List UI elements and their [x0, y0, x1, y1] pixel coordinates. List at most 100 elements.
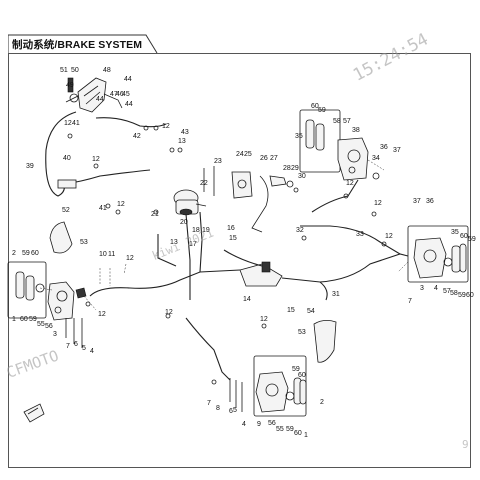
part-callout-35: 35 [451, 229, 459, 236]
part-callout-12: 12 [165, 309, 173, 316]
part-callout-12: 12 [98, 311, 106, 318]
part-callout-12: 12 [64, 120, 72, 127]
part-callout-49: 49 [66, 82, 74, 89]
part-callout-43: 43 [181, 129, 189, 136]
part-callout-57: 57 [443, 288, 451, 295]
part-callout-35: 35 [295, 133, 303, 140]
diagram-title: 制动系统/BRAKE SYSTEM [12, 39, 143, 51]
part-callout-1: 1 [12, 316, 16, 323]
left-brake-cover [49, 221, 73, 254]
part-callout-7: 7 [66, 343, 70, 350]
part-callout-9: 9 [257, 421, 261, 428]
part-callout-37: 37 [393, 147, 401, 154]
part-callout-36: 36 [426, 198, 434, 205]
part-callout-15: 15 [287, 307, 295, 314]
part-callout-36: 36 [380, 144, 388, 151]
part-callout-7: 7 [408, 298, 412, 305]
part-callout-25: 25 [244, 151, 252, 158]
rear-bottom-caliper [229, 355, 307, 417]
part-callout-6: 6 [229, 408, 233, 415]
part-callout-1: 1 [304, 432, 308, 439]
part-callout-5: 5 [82, 345, 86, 352]
part-callout-59: 59 [292, 366, 300, 373]
part-callout-12: 12 [126, 255, 134, 262]
part-callout-22: 22 [200, 180, 208, 187]
part-callout-33: 33 [356, 231, 364, 238]
part-callout-47: 47 [110, 91, 118, 98]
part-callout-12: 12 [385, 233, 393, 240]
part-callout-3: 3 [53, 331, 57, 338]
front-right-caliper [299, 109, 385, 181]
part-callout-44: 44 [124, 76, 132, 83]
part-callout-44: 44 [125, 101, 133, 108]
part-callout-13: 13 [170, 239, 178, 246]
part-callout-24: 24 [236, 151, 244, 158]
part-callout-41: 41 [99, 205, 107, 212]
part-callout-46: 46 [116, 91, 124, 98]
part-callout-11: 11 [108, 251, 115, 258]
part-callout-29: 29 [291, 165, 299, 172]
part-callout-59: 59 [29, 316, 37, 323]
part-callout-6: 6 [74, 341, 78, 348]
part-callout-60: 60 [311, 103, 319, 110]
brake-pedal-assembly [231, 171, 299, 287]
part-callout-20: 20 [180, 219, 188, 226]
part-callout-12: 12 [346, 180, 354, 187]
part-callout-4: 4 [90, 348, 94, 355]
part-callout-4: 4 [242, 421, 246, 428]
part-callout-30: 30 [298, 173, 306, 180]
part-callout-60: 60 [298, 372, 306, 379]
part-callout-50: 50 [71, 67, 79, 74]
part-callout-54: 54 [307, 308, 315, 315]
part-callout-17: 17 [189, 241, 197, 248]
part-callout-4: 4 [434, 285, 438, 292]
part-callout-58: 58 [450, 290, 458, 297]
part-callout-12: 12 [260, 316, 268, 323]
view-arrow-icon [23, 403, 45, 423]
part-callout-7: 7 [207, 400, 211, 407]
part-callout-15: 15 [229, 235, 237, 242]
part-callout-27: 27 [270, 155, 278, 162]
part-callout-53: 53 [298, 329, 306, 336]
part-callout-59: 59 [458, 292, 466, 299]
part-callout-12: 12 [374, 200, 382, 207]
part-callout-48: 48 [103, 67, 111, 74]
diagram-frame [8, 53, 471, 468]
part-callout-31: 31 [332, 291, 340, 298]
part-callout-51: 51 [60, 67, 68, 74]
part-callout-38: 38 [352, 127, 360, 134]
part-callout-60: 60 [466, 292, 474, 299]
part-callout-14: 14 [243, 296, 251, 303]
part-callout-26: 26 [260, 155, 268, 162]
part-callout-59: 59 [286, 426, 294, 433]
brake-lines [89, 179, 409, 381]
part-callout-37: 37 [413, 198, 421, 205]
part-callout-60: 60 [294, 430, 302, 437]
part-callout-21: 21 [151, 211, 159, 218]
part-callout-45: 45 [122, 91, 130, 98]
handlebar-brake-cable [45, 111, 167, 197]
part-callout-41: 41 [72, 120, 80, 127]
part-callout-59: 59 [468, 236, 476, 243]
part-callout-40: 40 [63, 155, 71, 162]
part-callout-56: 56 [268, 420, 276, 427]
part-callout-59: 59 [22, 250, 30, 257]
part-callout-60: 60 [460, 233, 468, 240]
part-callout-59: 59 [318, 107, 326, 114]
part-callout-55: 55 [276, 426, 284, 433]
part-callout-44: 44 [96, 96, 104, 103]
part-callout-53: 53 [80, 239, 88, 246]
part-callout-8: 8 [216, 405, 220, 412]
part-callout-57: 57 [343, 118, 351, 125]
rear-brake-cover [313, 320, 337, 363]
part-callout-2: 2 [320, 399, 324, 406]
part-callout-52: 52 [62, 207, 70, 214]
part-callout-10: 10 [99, 251, 107, 258]
master-cylinder [173, 166, 215, 216]
part-callout-32: 32 [296, 227, 304, 234]
part-callout-12: 12 [162, 123, 170, 130]
part-callout-12: 12 [92, 156, 100, 163]
